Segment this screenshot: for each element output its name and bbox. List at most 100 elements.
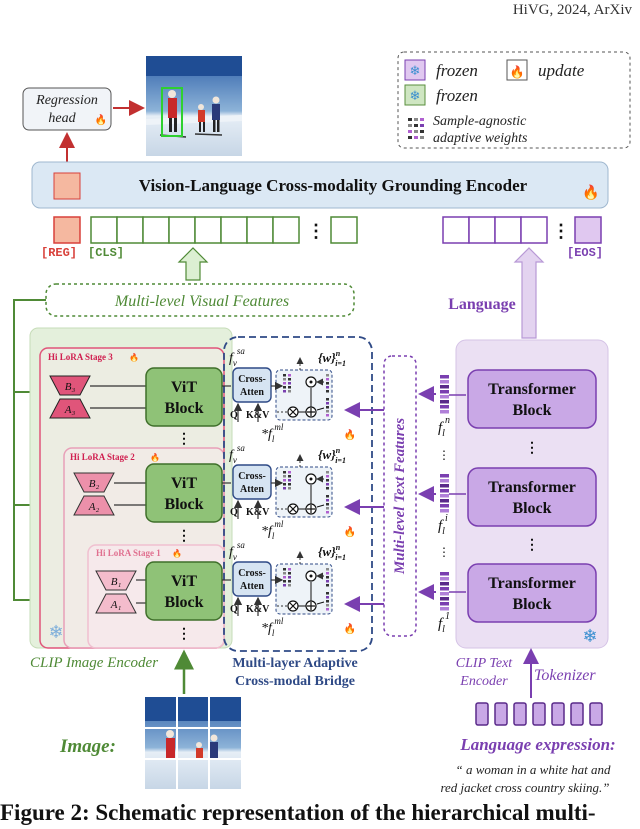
grounding-bounding-box bbox=[161, 87, 183, 137]
cross-atten-label: Cross- bbox=[238, 568, 266, 579]
frozen-purple-swatch bbox=[404, 59, 426, 81]
transformer-label: Block bbox=[512, 500, 551, 517]
cross-atten-label: Atten bbox=[240, 581, 264, 592]
vit-block-1: ViT Block bbox=[145, 561, 223, 621]
vit-label: ViT bbox=[171, 573, 197, 590]
input-image bbox=[145, 697, 241, 789]
lora-stage3-adapters: B₃ A₃ bbox=[49, 375, 91, 419]
grounding-encoder: Vision-Language Cross-modality Grounding… bbox=[31, 161, 609, 209]
fv-sa-label: fvsa bbox=[229, 540, 245, 562]
regression-head-label-1: Regression bbox=[35, 93, 98, 108]
lora-b2: B₂ bbox=[89, 478, 100, 490]
adaptive-weights-icon bbox=[408, 118, 424, 139]
token-dots: ⋮ bbox=[552, 221, 570, 241]
lora-stage2-adapters: B₂ A₂ bbox=[73, 472, 115, 516]
visual-up-arrow bbox=[177, 247, 209, 281]
language-label: Language bbox=[448, 296, 516, 313]
lora-b1: B₁ bbox=[111, 576, 122, 588]
transformer-block-i: Transformer Block bbox=[467, 467, 597, 527]
fire-icon: 🔥 bbox=[510, 65, 525, 79]
fire-icon: 🔥 bbox=[344, 622, 356, 635]
legend-sample-agnostic: Sample-agnostic bbox=[433, 114, 527, 129]
cross-atten-label: Cross- bbox=[238, 374, 266, 385]
input-token bbox=[589, 702, 603, 726]
expression-line-1: “ a woman in a white hat and bbox=[456, 762, 611, 777]
input-token bbox=[513, 702, 527, 726]
tokenizer-label: Tokenizer bbox=[534, 667, 596, 684]
fl-1-label: fl1 bbox=[438, 611, 450, 635]
token-dots: ⋮ bbox=[307, 221, 325, 241]
query-label: Q bbox=[230, 604, 238, 615]
input-token bbox=[570, 702, 584, 726]
text-token-row: ⋮ [EOS] bbox=[442, 216, 603, 260]
expression-line-2: red jacket cross country skiing.” bbox=[440, 780, 609, 795]
bridge-title-2: Cross-modal Bridge bbox=[235, 674, 355, 689]
fire-icon: 🔥 bbox=[150, 452, 160, 462]
transformer-label: Transformer bbox=[488, 575, 576, 592]
language-expression-label: Language expression: bbox=[459, 735, 615, 754]
vit-dots: ⋮ bbox=[177, 432, 191, 447]
fl-i-label: fli bbox=[438, 513, 448, 537]
vit-label: ViT bbox=[171, 475, 197, 492]
multi-level-visual-label: Multi-level Visual Features bbox=[114, 293, 289, 310]
input-token bbox=[475, 702, 489, 726]
stage3-label: Hi LoRA Stage 3 bbox=[48, 352, 113, 362]
fire-icon: 🔥 bbox=[95, 113, 107, 126]
clip-image-encoder-label: CLIP Image Encoder bbox=[30, 655, 158, 671]
legend-frozen-green: frozen bbox=[436, 86, 478, 105]
vit-label: ViT bbox=[171, 379, 197, 396]
vit-dots: ⋮ bbox=[177, 627, 191, 642]
vit-label: Block bbox=[164, 594, 203, 611]
transformer-block-1: Transformer Block bbox=[467, 563, 597, 623]
snowflake-icon: ❄ bbox=[582, 626, 597, 646]
legend: ❄ frozen 🔥 update ❄ frozen Sample-agnost… bbox=[397, 51, 631, 149]
transformer-block-n: Transformer Block bbox=[467, 369, 597, 429]
fl-ml-label: *flml bbox=[261, 616, 284, 638]
fl-ml-label: *flml bbox=[261, 422, 284, 444]
skier-figures bbox=[159, 90, 223, 138]
snowflake-icon: ❄ bbox=[48, 622, 63, 642]
fire-icon: 🔥 bbox=[344, 525, 356, 538]
eos-token bbox=[574, 216, 602, 244]
fl-dots: ⋮ bbox=[438, 448, 450, 462]
snowflake-icon: ❄ bbox=[410, 63, 421, 78]
transformer-label: Block bbox=[512, 596, 551, 613]
lora-a3: A₃ bbox=[64, 404, 76, 416]
cls-token-label: [CLS] bbox=[88, 246, 124, 260]
transformer-label: Block bbox=[512, 402, 551, 419]
reg-token-box bbox=[53, 172, 81, 200]
visual-token-row: ⋮ [REG] [CLS] bbox=[41, 216, 358, 260]
cross-attention-box bbox=[232, 367, 272, 403]
eos-token-label: [EOS] bbox=[567, 246, 603, 260]
update-swatch bbox=[506, 59, 528, 81]
fl-ml-label: *flml bbox=[261, 519, 284, 541]
vit-label: Block bbox=[164, 400, 203, 417]
stage2-label: Hi LoRA Stage 2 bbox=[70, 452, 135, 462]
vit-dots: ⋮ bbox=[177, 529, 191, 544]
multi-level-text-box bbox=[383, 355, 417, 637]
legend-update: update bbox=[538, 61, 585, 80]
lora-a1: A₁ bbox=[110, 599, 122, 611]
image-label: Image: bbox=[59, 736, 116, 757]
multi-level-text-label: Multi-level Text Features bbox=[392, 418, 408, 575]
cross-atten-label: Atten bbox=[240, 387, 264, 398]
reg-token bbox=[53, 216, 81, 244]
regression-head: Regression head 🔥 bbox=[22, 87, 112, 131]
legend-adaptive-weights: adaptive weights bbox=[433, 131, 528, 146]
fire-icon: 🔥 bbox=[172, 548, 182, 558]
encoder-title: Vision-Language Cross-modality Grounding… bbox=[139, 176, 528, 195]
lora-stage1-adapters: B₁ A₁ bbox=[95, 570, 137, 614]
transformer-dots: ⋮ bbox=[525, 538, 539, 553]
running-title: HiVG, 2024, ArXiv bbox=[512, 2, 632, 18]
output-image bbox=[145, 56, 243, 156]
text-token-stack bbox=[440, 375, 466, 414]
legend-frozen-purple: frozen bbox=[436, 61, 478, 80]
fire-icon: 🔥 bbox=[582, 184, 599, 201]
bridge-modules: fvsaCross-AttenQK&V{w}ni=1*flml🔥fvsaCros… bbox=[222, 346, 356, 638]
cross-modal-bridge: Multi-layer Adaptive Cross-modal Bridge bbox=[223, 336, 373, 689]
query-label: Q bbox=[230, 507, 238, 518]
